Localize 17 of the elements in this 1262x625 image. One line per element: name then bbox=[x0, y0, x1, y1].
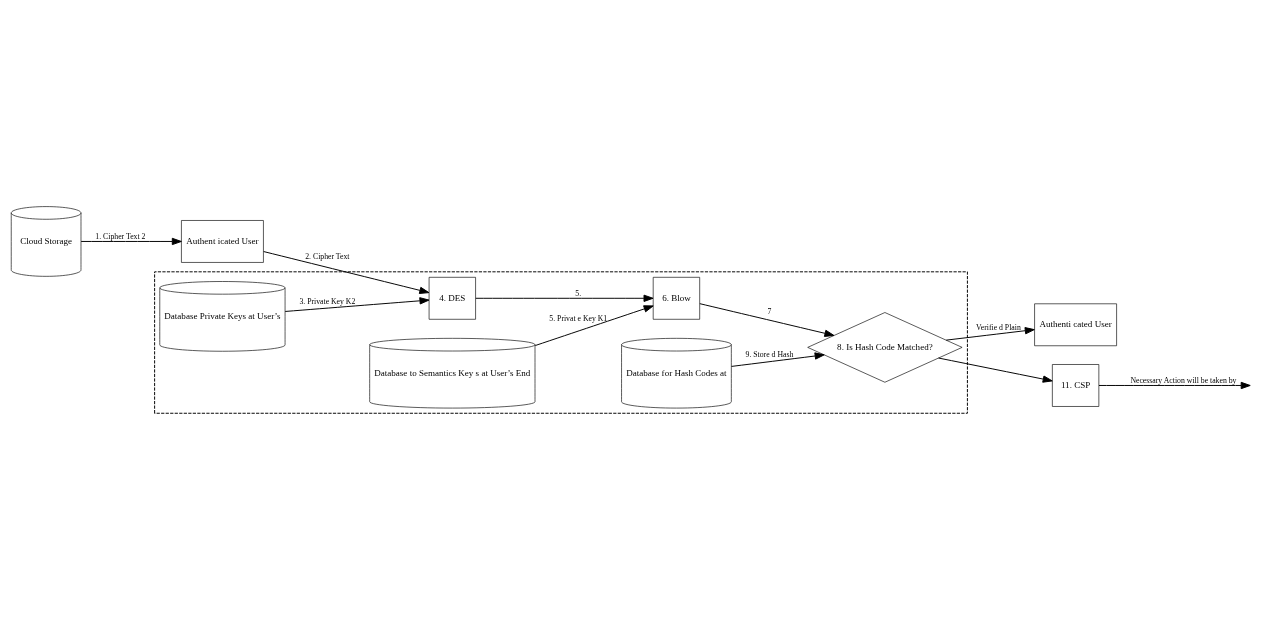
arrow bbox=[475, 294, 654, 302]
cluster bbox=[154, 271, 968, 414]
arrow bbox=[945, 327, 1035, 341]
arrow bbox=[263, 251, 430, 294]
arrow bbox=[284, 297, 430, 312]
arrow bbox=[938, 357, 1053, 383]
node-box: 4. DES bbox=[428, 276, 476, 320]
node-box: 11. CSP bbox=[1052, 364, 1100, 407]
arrow bbox=[80, 237, 182, 246]
node-box: Authenti cated User bbox=[1034, 303, 1117, 347]
arrow bbox=[534, 305, 654, 346]
node-diamond: 8. Is Hash Code Matched? bbox=[807, 312, 963, 383]
node-box: Authent icated User bbox=[181, 220, 264, 263]
arrow bbox=[731, 352, 825, 367]
arrow bbox=[1098, 381, 1251, 390]
arrow bbox=[699, 303, 835, 337]
node-box: 6. Blow bbox=[652, 276, 701, 320]
